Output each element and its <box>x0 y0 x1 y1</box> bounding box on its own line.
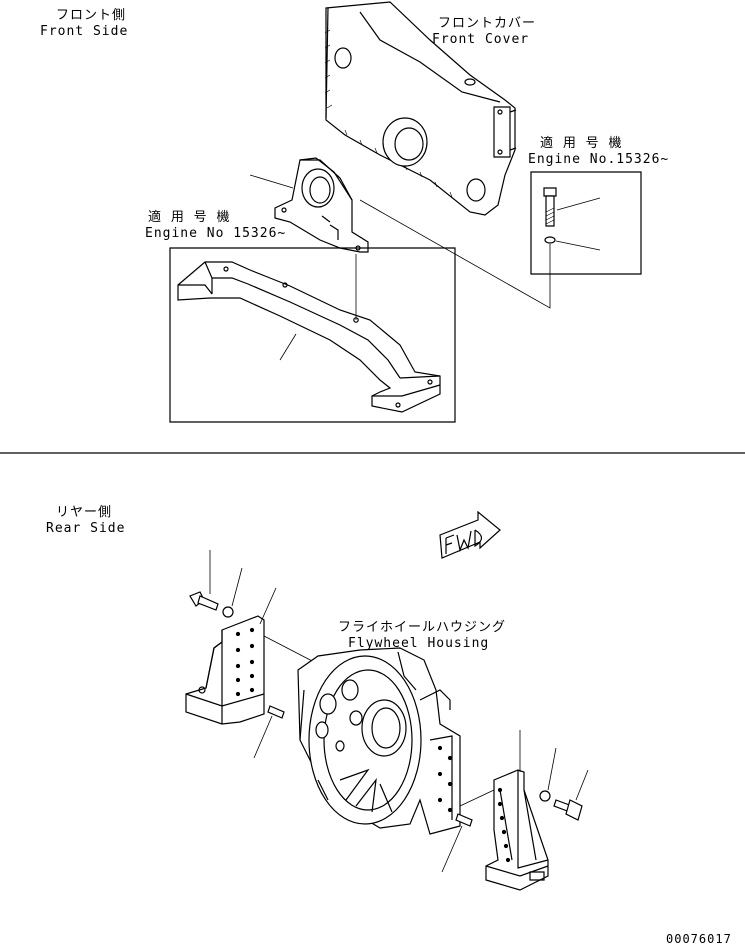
front-cover <box>325 2 516 215</box>
applicability-left-en: Engine No 15326~ <box>145 226 287 241</box>
applicability-right-jp: 適 用 号 機 <box>540 136 623 151</box>
fwd-arrow-icon <box>440 512 500 558</box>
applicability-left-jp: 適 用 号 機 <box>148 210 231 225</box>
front-side-label-en: Front Side <box>40 24 129 39</box>
flywheel-housing-label-jp: フライホイールハウジング <box>338 620 507 635</box>
washer-rear-left <box>223 607 233 617</box>
front-cover-label-en: Front Cover <box>432 32 530 47</box>
front-side-label-jp: フロント側 <box>56 8 127 23</box>
bolt-rear-right <box>554 800 582 820</box>
flywheel-housing <box>298 648 460 834</box>
flywheel-housing-label-en: Flywheel Housing <box>348 636 490 651</box>
applicability-right-en: Engine No.15326~ <box>528 152 670 167</box>
bolt-front <box>544 188 556 226</box>
rear-side-label-jp: リヤー側 <box>56 505 113 520</box>
washer-front <box>545 237 555 243</box>
front-support-bracket <box>275 158 368 252</box>
dowel-pin-right <box>456 814 472 826</box>
rear-side-label-en: Rear Side <box>46 521 126 536</box>
rear-bracket-left <box>186 616 264 724</box>
bolt-rear-left <box>190 592 218 610</box>
dowel-pin-left <box>268 706 284 718</box>
washer-leader-rear-left <box>232 568 242 606</box>
applicability-box-left <box>170 248 455 422</box>
bolt-leader-rear-right <box>576 770 588 800</box>
bolt-leader <box>557 198 600 210</box>
bolt-axis <box>360 200 550 308</box>
bracket-leader-rear-left <box>260 588 276 624</box>
bracket-leader <box>250 175 293 188</box>
rear-bracket-right <box>486 770 548 890</box>
axis-left <box>264 636 318 664</box>
front-cover-label-jp: フロントカバー <box>438 16 537 31</box>
washer-rear-right <box>540 791 550 801</box>
pin-leader-left <box>254 716 272 758</box>
washer-leader <box>556 241 600 250</box>
applicability-box-right <box>531 172 641 274</box>
pin-leader-right <box>442 826 462 872</box>
beam-leader <box>280 334 296 360</box>
washer-leader-rear-right <box>548 748 556 790</box>
axis-right <box>460 790 494 806</box>
front-support-beam <box>178 262 440 412</box>
drawing-number: 00076017 <box>666 932 732 946</box>
